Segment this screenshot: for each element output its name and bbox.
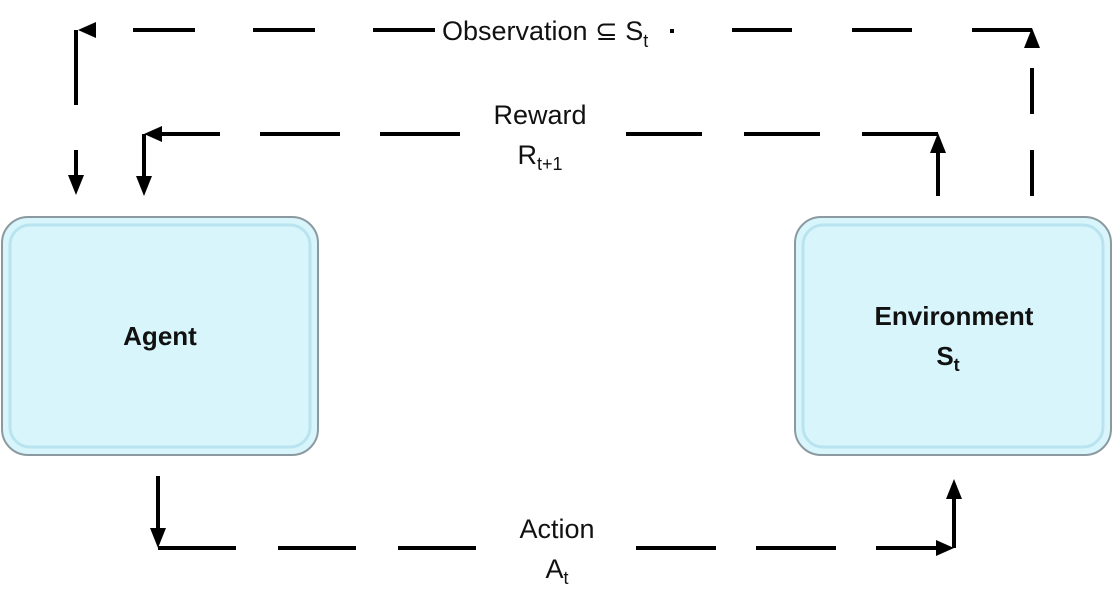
action-edge: Action At <box>150 476 962 588</box>
environment-state: St <box>936 341 959 375</box>
observation-left-arrowhead <box>78 22 96 38</box>
reward-up-arrowhead <box>930 133 946 153</box>
observation-label: Observation ⊆ St <box>442 16 648 51</box>
reward-label: Reward <box>493 100 586 130</box>
agent-box[interactable]: Agent <box>1 216 319 456</box>
observation-label-sub: t <box>643 31 648 51</box>
action-symbol: At <box>545 554 568 588</box>
environment-box-outer <box>794 216 1112 456</box>
action-symbol-sub: t <box>564 568 569 588</box>
observation-dot <box>670 29 674 33</box>
action-label: Action <box>519 514 594 544</box>
environment-state-main: S <box>936 341 953 371</box>
action-down-arrowhead <box>150 528 166 548</box>
environment-state-sub: t <box>954 355 960 375</box>
observation-down-arrowhead <box>68 175 84 195</box>
agent-box-outer <box>1 216 319 456</box>
action-up-arrowhead <box>946 479 962 499</box>
observation-label-main: Observation ⊆ S <box>442 16 643 46</box>
observation-edge: Observation ⊆ St <box>68 16 1040 196</box>
environment-box-inner <box>801 223 1105 449</box>
environment-box[interactable]: Environment St <box>794 216 1112 456</box>
reward-symbol-sub: t+1 <box>537 154 563 174</box>
agent-label: Agent <box>123 321 197 351</box>
observation-up-arrowhead <box>1024 28 1040 48</box>
reward-left-arrowhead <box>144 126 162 142</box>
reward-down-arrowhead <box>136 176 152 196</box>
reward-symbol: Rt+1 <box>517 140 562 174</box>
reward-symbol-main: R <box>517 140 537 170</box>
reward-edge: Reward Rt+1 <box>136 100 946 196</box>
environment-label: Environment <box>875 301 1034 331</box>
agent-box-inner <box>8 223 312 449</box>
action-right-arrowhead <box>936 540 954 556</box>
action-symbol-main: A <box>545 554 563 584</box>
